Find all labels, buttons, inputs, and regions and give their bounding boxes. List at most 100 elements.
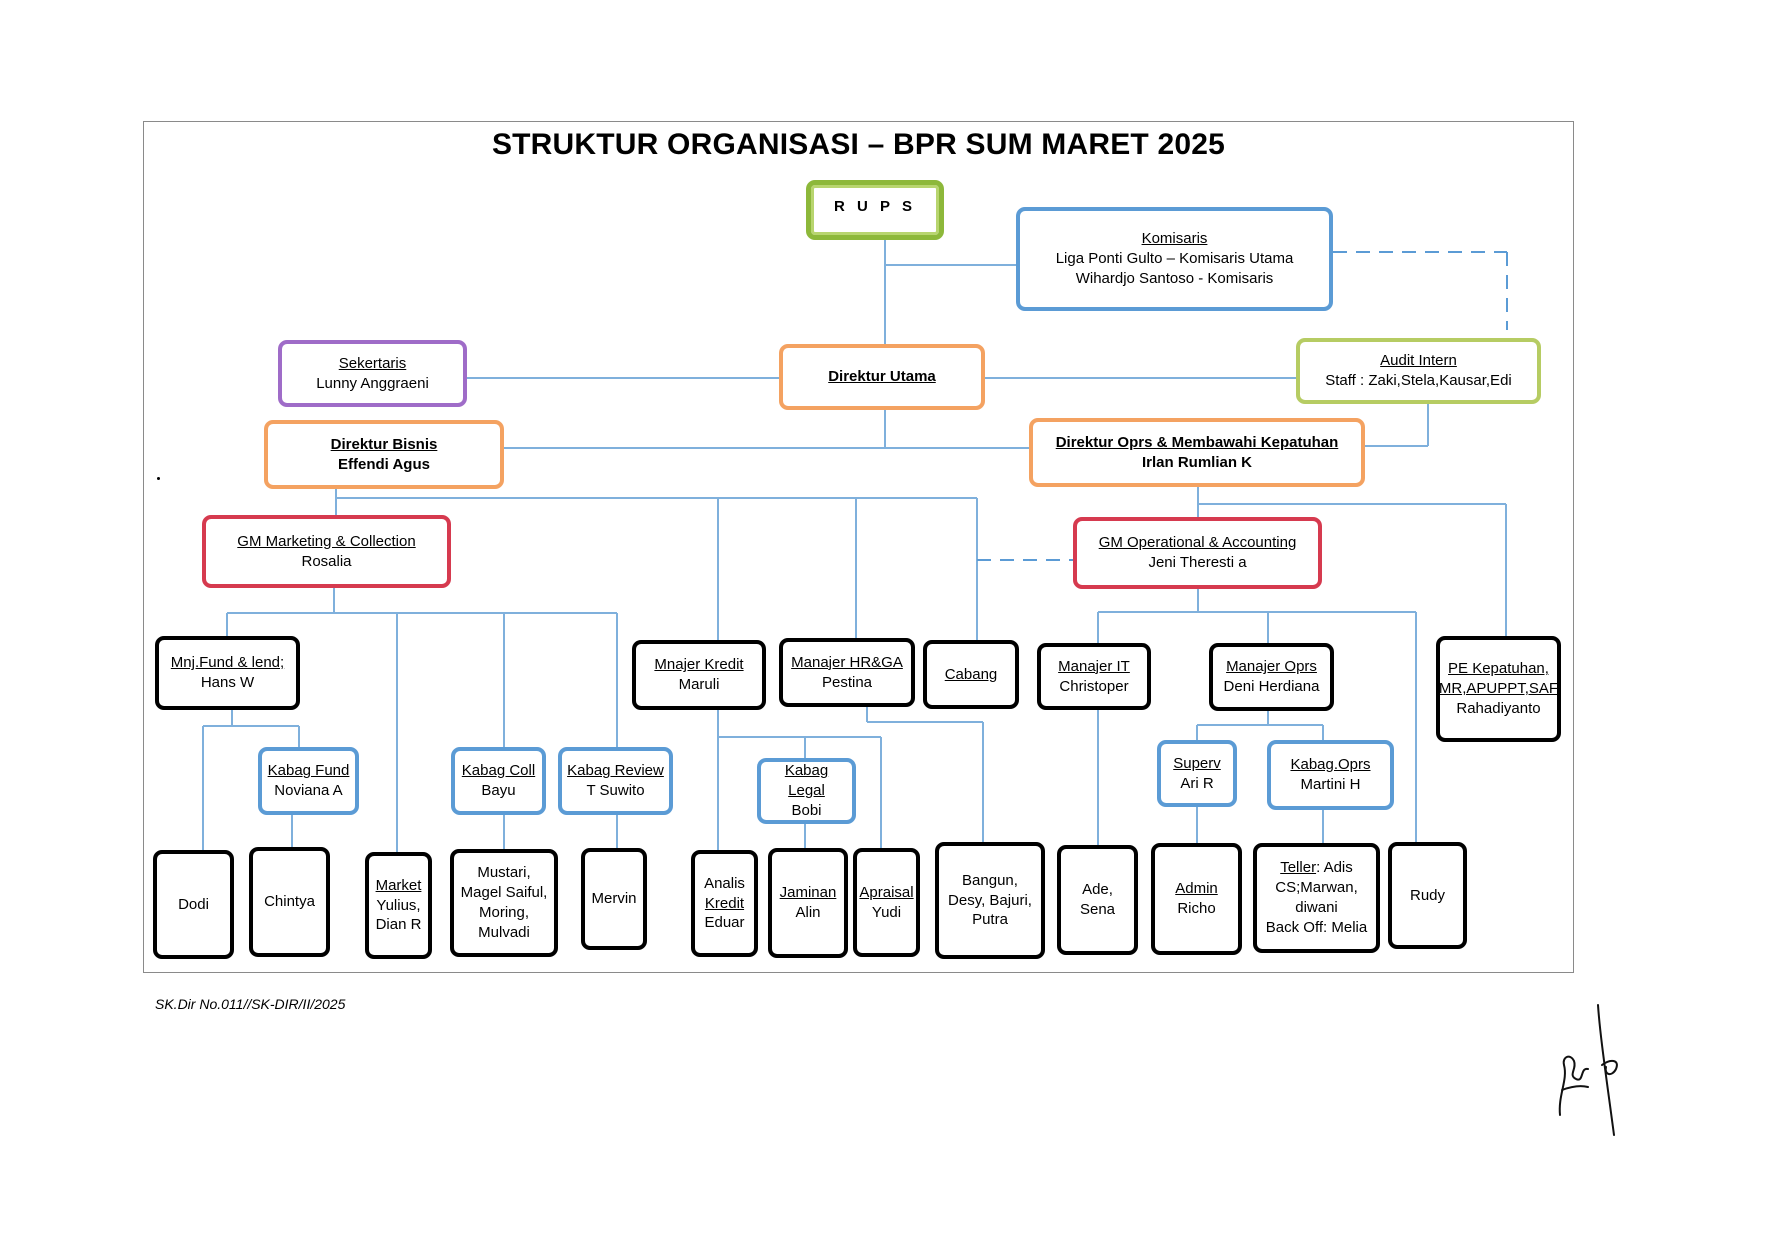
kabag-review-box: Kabag Review T Suwito [558, 747, 673, 815]
audit-intern-box: Audit Intern Staff : Zaki,Stela,Kausar,E… [1296, 338, 1541, 404]
kabag-coll-box: Kabag Coll Bayu [451, 747, 546, 815]
kabag-oprs-box: Kabag.Oprs Martini H [1267, 740, 1394, 810]
apraisal-name: Yudi [871, 903, 902, 921]
mustari-line-2: Magel Saiful, [460, 884, 548, 902]
kabag-oprs-name: Martini H [1300, 776, 1361, 793]
teller-line-3: Back Off: Melia [1265, 918, 1368, 936]
manajer-kredit-box: Mnajer Kredit Maruli [632, 640, 766, 710]
mustari-line-4: Mulvadi [478, 923, 530, 941]
audit-intern-title: Audit Intern [1380, 352, 1457, 370]
admin-title: Admin [1175, 880, 1218, 898]
manajer-oprs-name: Deni Herdiana [1223, 678, 1320, 695]
manajer-kredit-name: Maruli [678, 676, 720, 693]
superv-name: Ari R [1180, 774, 1214, 792]
jaminan-name: Alin [795, 904, 821, 921]
teller-line-1: CS;Marwan, [1275, 879, 1358, 897]
sekertaris-box: Sekertaris Lunny Anggraeni [278, 340, 467, 407]
bangun-line-3: Putra [972, 911, 1008, 929]
admin-box: Admin Richo [1151, 843, 1242, 955]
direktur-oprs-box: Direktur Oprs & Membawahi Kepatuhan Irla… [1029, 418, 1365, 487]
admin-name: Richo [1177, 900, 1216, 917]
manajer-it-box: Manajer IT Christoper [1037, 643, 1151, 710]
manajer-hrga-name: Pestina [821, 673, 873, 691]
mnj-fund-name: Hans W [200, 674, 255, 691]
apraisal-box: Apraisal Yudi [853, 848, 920, 957]
komisaris-box: Komisaris Liga Ponti Gulto – Komisaris U… [1016, 207, 1333, 311]
ade-sena-box: Ade, Sena [1057, 845, 1138, 955]
chintya-name: Chintya [264, 893, 315, 911]
kabag-oprs-title: Kabag.Oprs [1290, 756, 1371, 774]
mervin-box: Mervin [581, 848, 647, 950]
audit-intern-staff: Staff : Zaki,Stela,Kausar,Edi [1325, 372, 1512, 389]
manajer-oprs-title: Manajer Oprs [1226, 658, 1317, 676]
kabag-legal-name: Bobi [791, 801, 822, 819]
rudy-box: Rudy [1388, 842, 1467, 949]
pe-kepatuhan-title-2: MR,APUPPT,SAF [1438, 680, 1559, 698]
cabang-box: Cabang [923, 640, 1019, 709]
mustari-box: Mustari, Magel Saiful, Moring, Mulvadi [450, 849, 558, 957]
kabag-coll-title: Kabag Coll [461, 762, 536, 780]
jaminan-title: Jaminan [779, 884, 837, 902]
pe-kepatuhan-title: PE Kepatuhan, [1448, 660, 1549, 678]
dodi-name: Dodi [178, 895, 209, 913]
sekertaris-title: Sekertaris [338, 354, 407, 372]
gm-operational-box: GM Operational & Accounting Jeni Therest… [1073, 517, 1322, 589]
mnj-fund-box: Mnj.Fund & lend; Hans W [155, 636, 300, 710]
kabag-legal-title: Kabag Legal [784, 762, 829, 800]
analis-kredit-title: Kredit [704, 894, 745, 912]
manajer-hrga-box: Manajer HR&GA Pestina [779, 638, 915, 707]
komisaris-title: Komisaris [1141, 230, 1208, 248]
market-box: Market Yulius, Dian R [365, 852, 432, 959]
teller-after: : Adis [1316, 859, 1353, 877]
gm-operational-title: GM Operational & Accounting [1098, 534, 1297, 552]
direktur-bisnis-name: Effendi Agus [338, 455, 430, 473]
manajer-oprs-box: Manajer Oprs Deni Herdiana [1209, 643, 1334, 711]
analis-kredit-name: Eduar [704, 914, 745, 932]
manajer-kredit-title: Mnajer Kredit [654, 656, 744, 674]
ade-line-1: Ade, [1082, 881, 1113, 899]
market-line-1: Yulius, [376, 896, 421, 914]
chintya-box: Chintya [249, 847, 330, 957]
direktur-utama-title: Direktur Utama [828, 368, 936, 386]
rudy-name: Rudy [1409, 886, 1446, 904]
manajer-hrga-title: Manajer HR&GA [791, 653, 903, 671]
gm-marketing-box: GM Marketing & Collection Rosalia [202, 515, 451, 588]
manajer-it-name: Christoper [1059, 677, 1129, 695]
direktur-bisnis-box: Direktur Bisnis Effendi Agus [264, 420, 504, 489]
dodi-box: Dodi [153, 850, 234, 959]
kabag-fund-box: Kabag Fund Noviana A [258, 747, 359, 815]
direktur-bisnis-title: Direktur Bisnis [330, 435, 438, 453]
superv-box: Superv Ari R [1157, 740, 1237, 807]
bangun-line-2: Desy, Bajuri, [948, 891, 1032, 909]
kabag-review-title: Kabag Review [567, 762, 664, 780]
apraisal-title: Apraisal [859, 883, 914, 901]
manajer-it-title: Manajer IT [1058, 657, 1130, 675]
sekertaris-name: Lunny Anggraeni [316, 374, 429, 392]
kabag-legal-box: Kabag Legal Bobi [757, 758, 856, 824]
cabang-title: Cabang [944, 665, 998, 683]
bangun-box: Bangun, Desy, Bajuri, Putra [935, 842, 1045, 959]
kabag-coll-name: Bayu [481, 782, 516, 799]
direktur-oprs-name: Irlan Rumlian K [1141, 453, 1253, 471]
chart-frame [143, 121, 1574, 973]
gm-marketing-title: GM Marketing & Collection [237, 532, 416, 550]
rups-box: R U P S [806, 180, 944, 240]
mustari-line-1: Mustari, [477, 864, 531, 882]
market-line-2: Dian R [375, 916, 422, 934]
teller-box: Teller: Adis CS;Marwan, diwani Back Off:… [1253, 843, 1380, 953]
analis-kredit-pre: Analis [704, 874, 745, 892]
market-title: Market [375, 876, 422, 894]
teller-title: Teller [1280, 859, 1317, 877]
gm-marketing-name: Rosalia [301, 552, 352, 570]
kabag-fund-name: Noviana A [274, 782, 343, 799]
komisaris-line-2: Wihardjo Santoso - Komisaris [1075, 269, 1274, 287]
teller-line-2: diwani [1295, 899, 1338, 916]
direktur-utama-box: Direktur Utama [779, 344, 985, 410]
pe-kepatuhan-box: PE Kepatuhan, MR,APUPPT,SAF Rahadiyanto [1436, 636, 1561, 742]
ade-line-2: Sena [1079, 901, 1116, 918]
komisaris-line-1: Liga Ponti Gulto – Komisaris Utama [1055, 250, 1294, 268]
stray-dot [157, 477, 160, 480]
chart-title: STRUKTUR ORGANISASI – BPR SUM MARET 2025 [491, 128, 1226, 161]
jaminan-box: Jaminan Alin [768, 848, 848, 958]
